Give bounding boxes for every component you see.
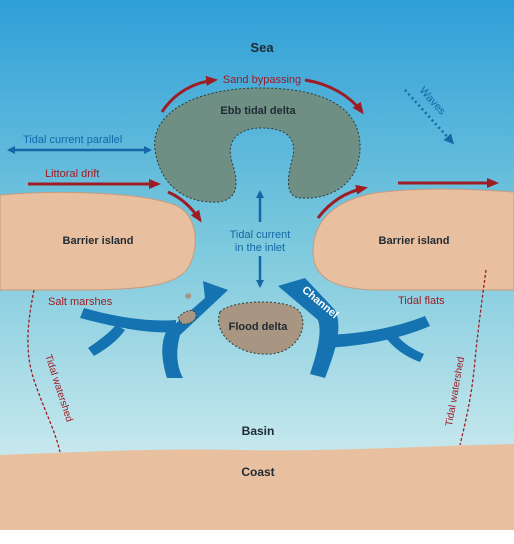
sand-patch-small	[185, 293, 192, 299]
barrier-island-left-label: Barrier island	[63, 235, 134, 247]
littoral-drift-label: Littoral drift	[45, 168, 99, 180]
ebb-tidal-delta	[154, 87, 361, 203]
sand-bypassing-label: Sand bypassing	[223, 74, 301, 86]
waves-arrow	[404, 89, 455, 145]
tidal-watershed-right-line	[459, 269, 487, 446]
flood-delta-label: Flood delta	[229, 321, 289, 333]
barrier-island-left	[0, 192, 196, 291]
sand-bypassing-arrow-left	[160, 75, 218, 113]
tidal-flats-label: Tidal flats	[398, 295, 445, 307]
flood-delta	[218, 301, 304, 355]
coast-area	[0, 444, 514, 544]
ebb-tidal-delta-label: Ebb tidal delta	[220, 105, 296, 117]
tidal-current-inlet-label-1: Tidal current	[230, 229, 291, 241]
channel-left	[80, 281, 228, 378]
barrier-island-right	[312, 188, 514, 291]
tidal-current-inlet-label-2: in the inlet	[235, 242, 285, 254]
inlet-arrow-right	[316, 184, 368, 219]
sea-label: Sea	[250, 40, 274, 55]
salt-marshes-label: Salt marshes	[48, 296, 113, 308]
bottom-margin	[0, 530, 514, 544]
tidal-current-parallel-label: Tidal current parallel	[23, 134, 122, 146]
tidal-watershed-left-line	[27, 289, 61, 453]
barrier-island-right-label: Barrier island	[379, 235, 450, 247]
inlet-arrow-left	[167, 190, 202, 223]
sand-bypassing-arrow-right	[304, 78, 364, 115]
channel-right	[278, 278, 430, 378]
basin-label: Basin	[242, 424, 275, 438]
sand-patch	[177, 310, 197, 325]
coast-label: Coast	[241, 465, 274, 479]
